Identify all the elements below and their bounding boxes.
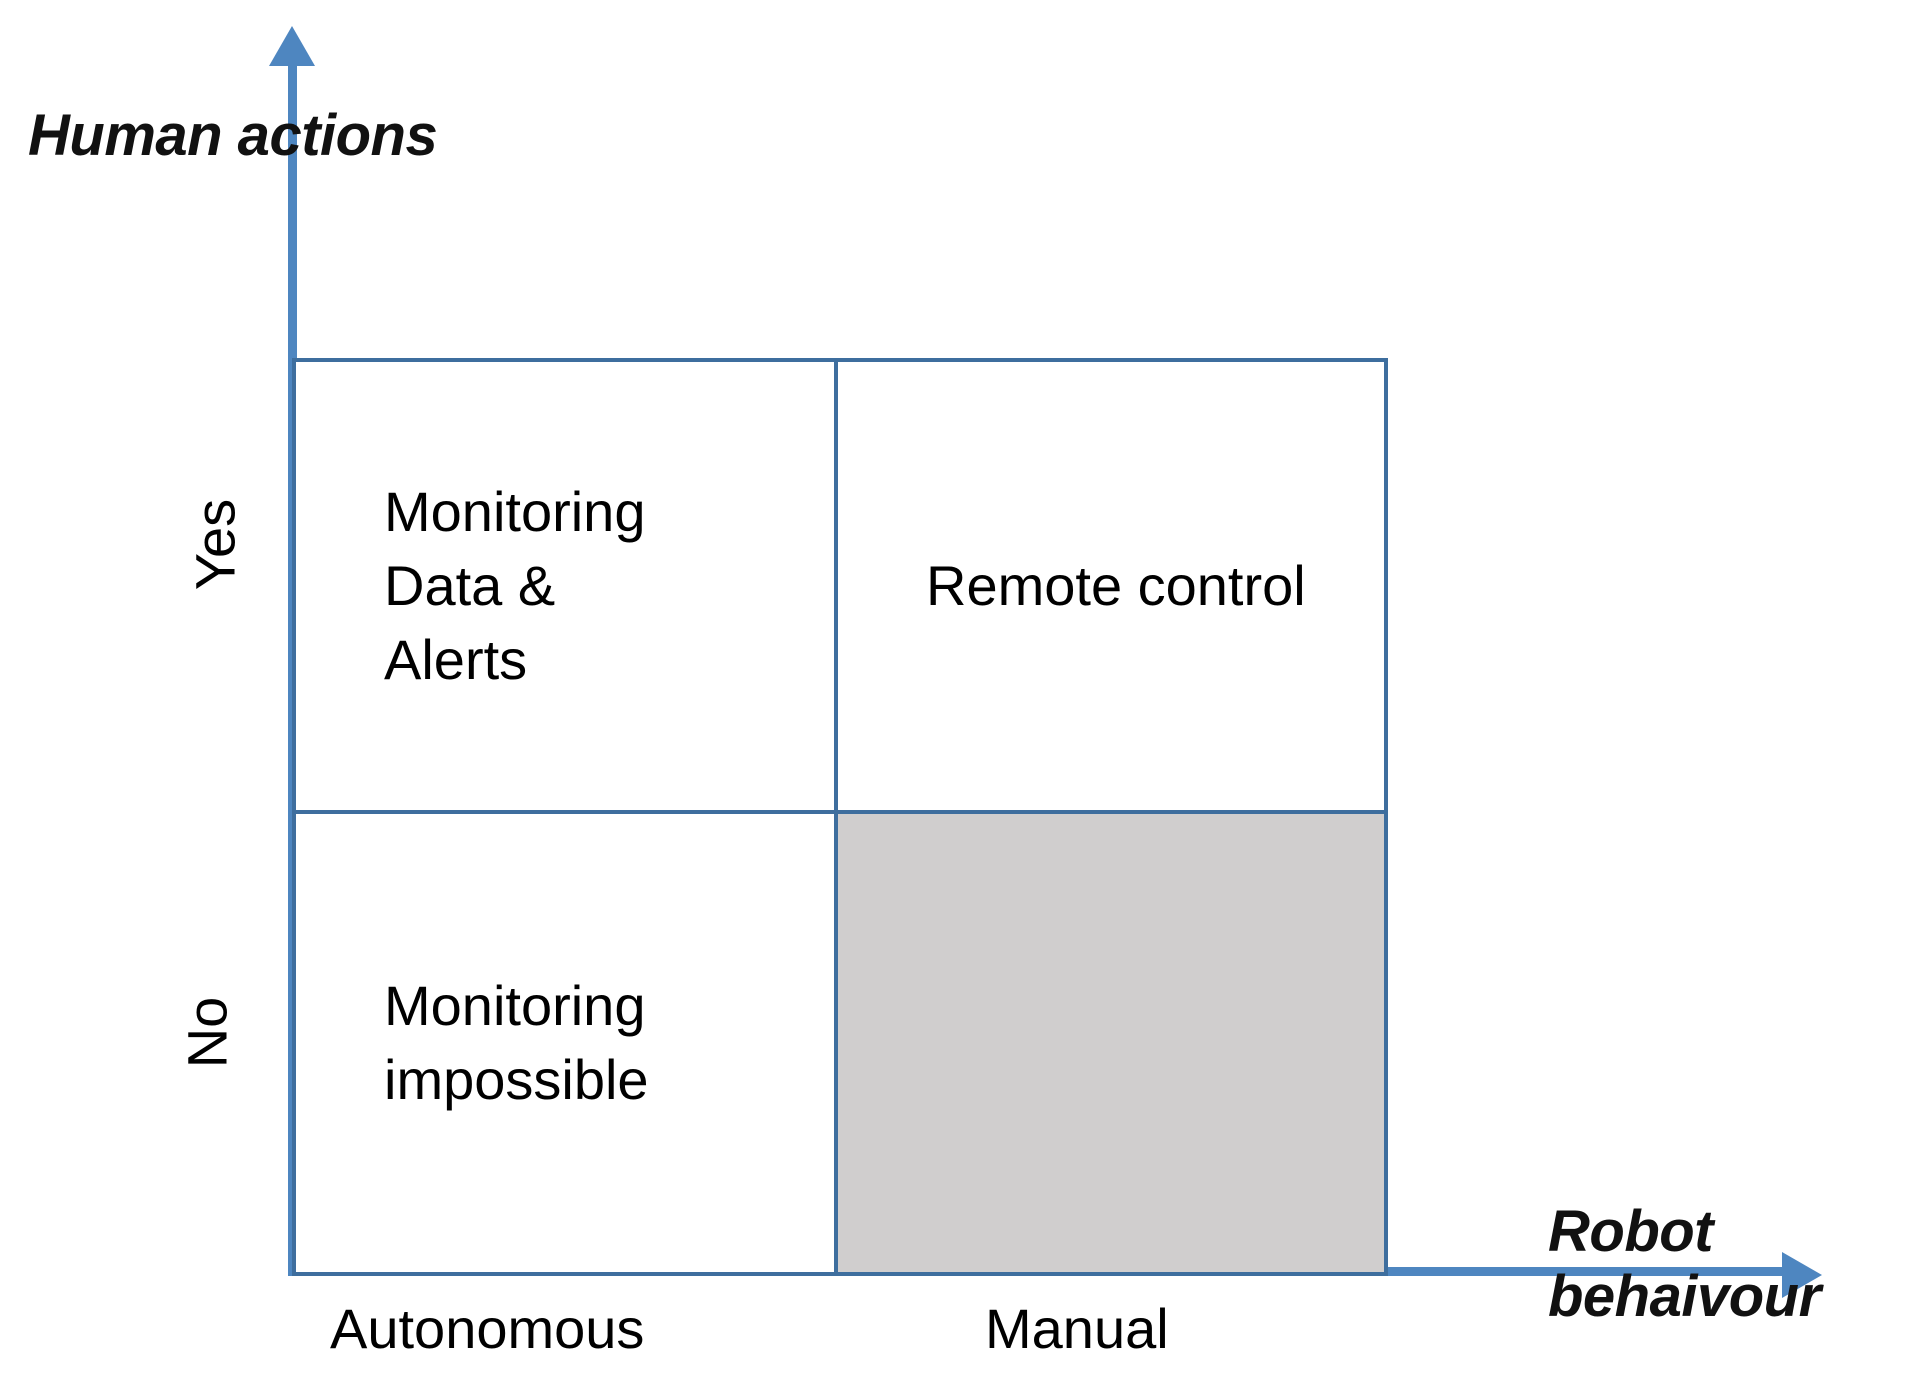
quadrant-label-monitoring-impossible: Monitoring impossible (384, 974, 649, 1111)
quadrant-cell-bottom-left[interactable]: Monitoring impossible (292, 810, 838, 1276)
quadrant-label-monitoring-data-alerts: Monitoring Data & Alerts (384, 480, 646, 691)
arrow-up-icon (269, 26, 315, 66)
y-axis-tick-yes: Yes (183, 498, 247, 591)
x-axis-tick-manual: Manual (985, 1297, 1169, 1360)
quadrant-cell-top-right[interactable]: Remote control (834, 358, 1388, 814)
x-axis-tick-autonomous: Autonomous (330, 1297, 645, 1360)
x-axis-title: Robot behaivour (1548, 1199, 1821, 1329)
quadrant-label-remote-control: Remote control (926, 554, 1306, 618)
y-axis-tick-no: No (175, 996, 239, 1069)
quadrant-matrix: Monitoring Data & Alerts Remote control … (292, 358, 1388, 1276)
quadrant-cell-top-left[interactable]: Monitoring Data & Alerts (292, 358, 838, 814)
quadrant-cell-bottom-right[interactable] (834, 810, 1388, 1276)
arrow-right-icon (1782, 1252, 1822, 1298)
y-axis-title: Human actions (28, 103, 438, 168)
